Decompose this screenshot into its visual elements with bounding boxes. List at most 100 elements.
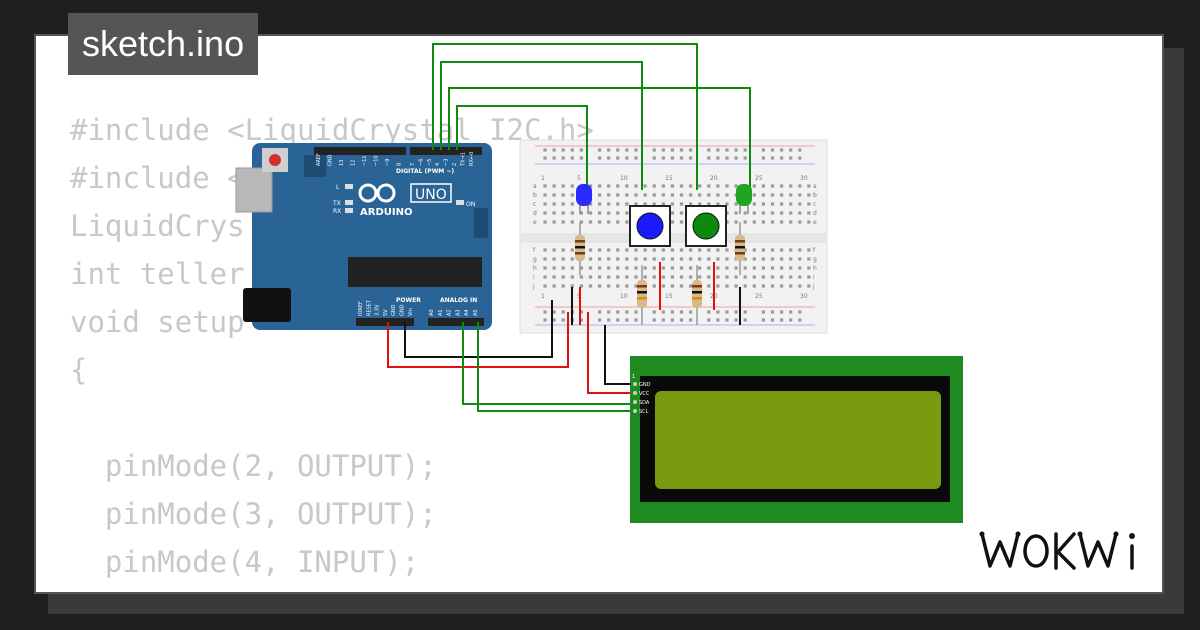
- breadboard-hole[interactable]: [679, 257, 684, 261]
- breadboard-hole[interactable]: [789, 248, 793, 252]
- breadboard-hole[interactable]: [789, 184, 793, 188]
- breadboard-hole[interactable]: [670, 211, 674, 215]
- breadboard-hole[interactable]: [798, 248, 802, 252]
- breadboard-hole[interactable]: [707, 284, 711, 288]
- breadboard-hole[interactable]: [770, 220, 775, 224]
- breadboard-hole[interactable]: [616, 284, 620, 288]
- breadboard-hole[interactable]: [707, 148, 711, 152]
- breadboard-hole[interactable]: [607, 211, 611, 215]
- breadboard-hole[interactable]: [652, 266, 656, 270]
- breadboard-hole[interactable]: [616, 184, 620, 188]
- breadboard-hole[interactable]: [798, 148, 802, 152]
- breadboard-hole[interactable]: [807, 284, 811, 288]
- breadboard-hole[interactable]: [734, 266, 738, 270]
- breadboard-hole[interactable]: [570, 248, 574, 252]
- breadboard-hole[interactable]: [625, 184, 629, 188]
- breadboard-hole[interactable]: [661, 266, 665, 270]
- breadboard-hole[interactable]: [570, 148, 574, 152]
- breadboard-hole[interactable]: [780, 318, 784, 322]
- breadboard-hole[interactable]: [698, 202, 702, 206]
- breadboard-hole[interactable]: [579, 318, 583, 322]
- breadboard-hole[interactable]: [689, 193, 693, 197]
- breadboard-hole[interactable]: [543, 257, 547, 261]
- breadboard-hole[interactable]: [561, 148, 565, 152]
- breadboard-hole[interactable]: [616, 202, 620, 206]
- breadboard-hole[interactable]: [743, 211, 747, 215]
- breadboard-hole[interactable]: [679, 266, 684, 270]
- breadboard-hole[interactable]: [707, 202, 711, 206]
- breadboard-hole[interactable]: [625, 220, 629, 224]
- breadboard-hole[interactable]: [634, 284, 638, 288]
- breadboard-hole[interactable]: [588, 202, 593, 206]
- wire-green[interactable]: [462, 322, 634, 405]
- breadboard-hole[interactable]: [679, 284, 684, 288]
- breadboard-hole[interactable]: [561, 184, 565, 188]
- breadboard-hole[interactable]: [579, 310, 583, 314]
- breadboard-hole[interactable]: [670, 193, 674, 197]
- breadboard-hole[interactable]: [561, 193, 565, 197]
- wire-red[interactable]: [587, 312, 634, 394]
- breadboard-hole[interactable]: [598, 184, 602, 188]
- breadboard-hole[interactable]: [798, 202, 802, 206]
- breadboard-hole[interactable]: [661, 318, 665, 322]
- breadboard-hole[interactable]: [752, 275, 756, 279]
- breadboard-hole[interactable]: [807, 266, 811, 270]
- breadboard-hole[interactable]: [734, 220, 738, 224]
- breadboard-hole[interactable]: [616, 193, 620, 197]
- breadboard-hole[interactable]: [579, 266, 583, 270]
- breadboard-hole[interactable]: [661, 257, 665, 261]
- breadboard-hole[interactable]: [607, 275, 611, 279]
- breadboard-hole[interactable]: [661, 148, 665, 152]
- breadboard-hole[interactable]: [543, 275, 547, 279]
- breadboard-hole[interactable]: [770, 275, 775, 279]
- breadboard-hole[interactable]: [607, 193, 611, 197]
- breadboard-hole[interactable]: [770, 156, 775, 160]
- breadboard-hole[interactable]: [634, 275, 638, 279]
- breadboard-hole[interactable]: [643, 266, 647, 270]
- breadboard-hole[interactable]: [543, 220, 547, 224]
- breadboard-hole[interactable]: [598, 275, 602, 279]
- breadboard-hole[interactable]: [598, 266, 602, 270]
- breadboard-hole[interactable]: [543, 310, 547, 314]
- breadboard-hole[interactable]: [679, 148, 684, 152]
- breadboard-hole[interactable]: [543, 148, 547, 152]
- breadboard-hole[interactable]: [570, 275, 574, 279]
- breadboard-hole[interactable]: [598, 310, 602, 314]
- breadboard-hole[interactable]: [780, 284, 784, 288]
- breadboard-hole[interactable]: [661, 184, 665, 188]
- breadboard-hole[interactable]: [607, 148, 611, 152]
- breadboard-hole[interactable]: [798, 193, 802, 197]
- breadboard-hole[interactable]: [798, 318, 802, 322]
- breadboard-hole[interactable]: [725, 266, 729, 270]
- breadboard-hole[interactable]: [679, 248, 684, 252]
- breadboard-hole[interactable]: [716, 310, 720, 314]
- breadboard-hole[interactable]: [625, 318, 629, 322]
- breadboard-hole[interactable]: [598, 220, 602, 224]
- breadboard-hole[interactable]: [770, 148, 775, 152]
- breadboard-hole[interactable]: [780, 202, 784, 206]
- breadboard-hole[interactable]: [780, 148, 784, 152]
- breadboard-hole[interactable]: [761, 257, 765, 261]
- breadboard-hole[interactable]: [761, 148, 765, 152]
- breadboard-hole[interactable]: [734, 156, 738, 160]
- breadboard-hole[interactable]: [770, 211, 775, 215]
- breadboard-hole[interactable]: [616, 266, 620, 270]
- breadboard-hole[interactable]: [616, 211, 620, 215]
- breadboard-hole[interactable]: [561, 202, 565, 206]
- breadboard-hole[interactable]: [780, 184, 784, 188]
- breadboard-hole[interactable]: [707, 266, 711, 270]
- breadboard-hole[interactable]: [588, 257, 593, 261]
- breadboard-hole[interactable]: [789, 266, 793, 270]
- breadboard-hole[interactable]: [661, 310, 665, 314]
- breadboard-hole[interactable]: [789, 202, 793, 206]
- breadboard-hole[interactable]: [716, 266, 720, 270]
- breadboard-hole[interactable]: [607, 156, 611, 160]
- breadboard-hole[interactable]: [634, 248, 638, 252]
- breadboard-hole[interactable]: [652, 193, 656, 197]
- breadboard-hole[interactable]: [552, 193, 556, 197]
- breadboard-hole[interactable]: [698, 266, 702, 270]
- breadboard-hole[interactable]: [607, 248, 611, 252]
- breadboard-hole[interactable]: [598, 318, 602, 322]
- breadboard-hole[interactable]: [716, 193, 720, 197]
- breadboard-hole[interactable]: [698, 184, 702, 188]
